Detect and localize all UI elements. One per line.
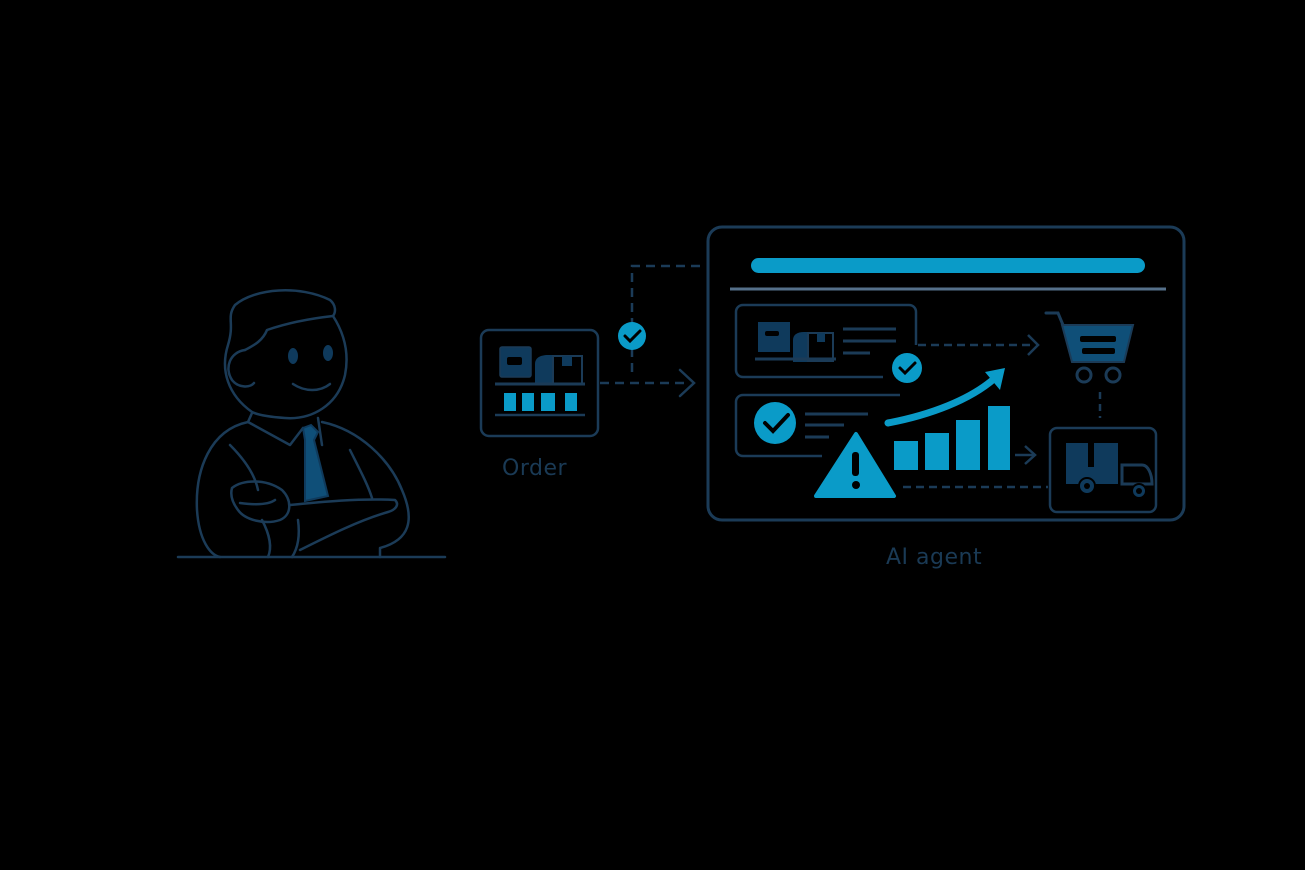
order-label: Order <box>502 456 568 481</box>
person-icon <box>176 289 447 559</box>
order-box <box>479 328 600 438</box>
arrow-right-icon <box>678 368 696 398</box>
bar-chart-icon <box>894 406 1010 470</box>
check-icon <box>618 322 646 350</box>
truck-icon <box>1066 443 1154 499</box>
warning-icon <box>814 432 896 498</box>
agent-label: AI agent <box>886 545 983 570</box>
check-icon <box>892 353 922 383</box>
cart-icon <box>1044 311 1135 384</box>
order-to-agent-connector <box>600 264 700 385</box>
trend-arrow-icon <box>884 368 1005 427</box>
agent-panel <box>706 225 1186 522</box>
tie-icon <box>301 423 330 503</box>
check-icon <box>754 402 796 444</box>
